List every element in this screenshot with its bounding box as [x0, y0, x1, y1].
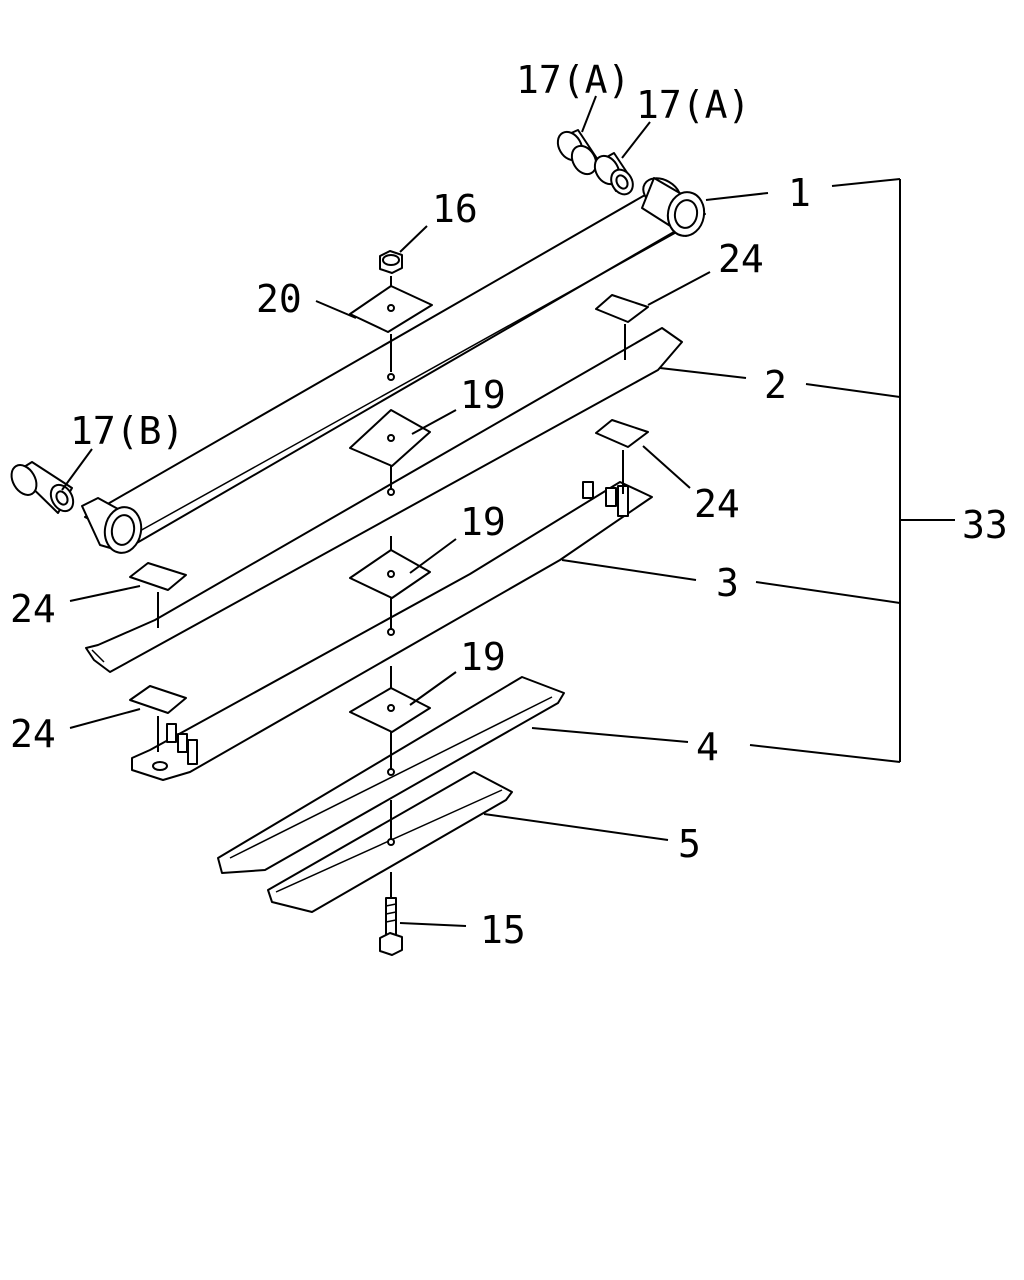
- pad-24-top: [595, 294, 649, 360]
- callout-24-left1: 24: [10, 587, 56, 631]
- callout-1: 1: [788, 171, 811, 215]
- pad-24-left2: [129, 685, 187, 752]
- callout-15: 15: [480, 908, 526, 952]
- plate-19-2: [349, 549, 431, 599]
- plate-20: [349, 285, 433, 333]
- main-leaf-1: [81, 177, 706, 554]
- callout-5: 5: [678, 822, 701, 866]
- callout-3: 3: [716, 561, 739, 605]
- bolt-15: [379, 897, 403, 956]
- callout-4: 4: [696, 725, 719, 769]
- callout-24-top: 24: [718, 237, 764, 281]
- plate-19-1: [349, 409, 431, 467]
- callout-16: 16: [432, 187, 478, 231]
- callout-24-mid: 24: [694, 482, 740, 526]
- pad-24-mid: [595, 419, 649, 494]
- callout-19-3: 19: [460, 635, 506, 679]
- assembly-bracket: [749, 178, 955, 763]
- callout-19-2: 19: [460, 500, 506, 544]
- callout-19-1: 19: [460, 373, 506, 417]
- bushing-17a-1: [556, 129, 599, 176]
- bushing-17b: [10, 461, 75, 514]
- nut-16: [379, 250, 403, 274]
- plate-19-3: [349, 687, 431, 733]
- leaf-2: [85, 327, 683, 673]
- callout-17a-2: 17(A): [636, 83, 750, 127]
- callout-24-left2: 24: [10, 712, 56, 756]
- leader-lines: [61, 95, 769, 927]
- bushing-17a-2: [593, 152, 634, 196]
- callout-2: 2: [764, 363, 787, 407]
- callout-20: 20: [256, 277, 302, 321]
- callout-17a-1: 17(A): [516, 58, 630, 102]
- pad-24-left1: [129, 562, 187, 628]
- callout-33: 33: [962, 503, 1008, 547]
- callout-17b: 17(B): [70, 409, 184, 453]
